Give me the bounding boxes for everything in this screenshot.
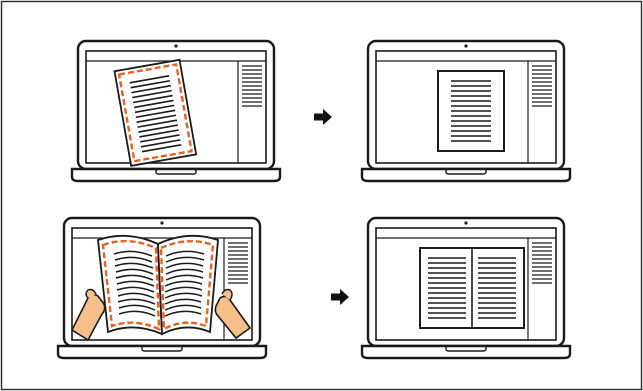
panel-bottom-after <box>362 218 570 358</box>
right-arrow-icon <box>314 109 332 125</box>
flattened-spread-icon <box>420 248 524 328</box>
right-arrow-icon <box>331 289 349 305</box>
document-icon <box>438 71 504 151</box>
panel-bottom-before <box>58 218 266 358</box>
panel-top-before <box>72 41 280 181</box>
panel-top-after <box>362 41 570 181</box>
open-book-icon <box>98 236 218 334</box>
